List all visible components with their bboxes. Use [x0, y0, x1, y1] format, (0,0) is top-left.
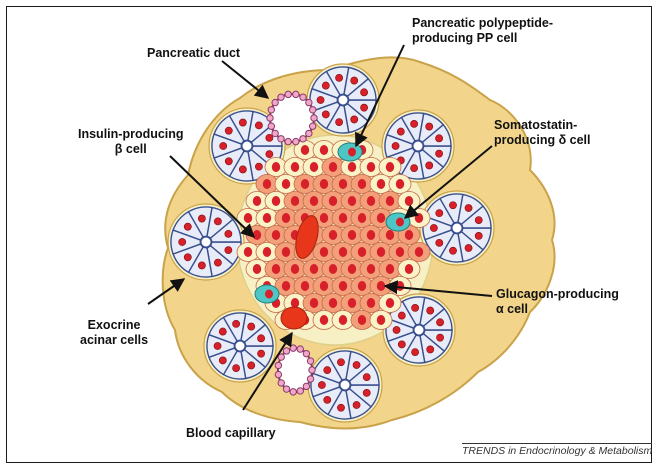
label-beta-cell-line1: Insulin-producing — [78, 127, 184, 142]
label-pp-cell-line2: producing PP cell — [412, 31, 553, 46]
source-credit: TRENDS in Endocrinology & Metabolism — [462, 443, 652, 457]
label-delta-cell: Somatostatin- producing δ cell — [494, 118, 590, 148]
alpha-cell — [379, 158, 401, 177]
blood-capillary-lower — [281, 307, 307, 329]
acinus-7 — [204, 310, 276, 382]
label-acinar-cells-line1: Exocrine — [80, 318, 148, 333]
label-delta-cell-line2: producing δ cell — [494, 133, 590, 148]
label-pancreatic-duct: Pancreatic duct — [147, 46, 240, 61]
acinus-2 — [307, 64, 379, 136]
alpha-cell — [379, 294, 401, 313]
beta-cell — [408, 243, 430, 262]
label-pp-cell: Pancreatic polypeptide- producing PP cel… — [412, 16, 553, 46]
label-beta-cell-line2: β cell — [78, 142, 184, 157]
alpha-cell — [370, 311, 392, 330]
pancreatic-duct — [267, 91, 317, 145]
pp-cell — [338, 143, 362, 161]
label-blood-capillary: Blood capillary — [186, 426, 276, 441]
acinus-4 — [420, 191, 494, 265]
label-delta-cell-line1: Somatostatin- — [494, 118, 590, 133]
label-alpha-cell-line1: Glucagon-producing — [496, 287, 619, 302]
label-acinar-cells: Exocrine acinar cells — [80, 318, 148, 348]
alpha-cell — [408, 209, 430, 228]
label-alpha-cell: Glucagon-producing α cell — [496, 287, 619, 317]
label-acinar-cells-line2: acinar cells — [80, 333, 148, 348]
alpha-cell — [398, 260, 420, 279]
label-alpha-cell-line2: α cell — [496, 302, 619, 317]
label-beta-cell: Insulin-producing β cell — [78, 127, 184, 157]
alpha-cell — [389, 175, 411, 194]
label-pp-cell-line1: Pancreatic polypeptide- — [412, 16, 553, 31]
arrow-pancreatic-duct — [222, 61, 268, 98]
acinus-6 — [308, 348, 382, 422]
delta-cell — [255, 285, 279, 303]
